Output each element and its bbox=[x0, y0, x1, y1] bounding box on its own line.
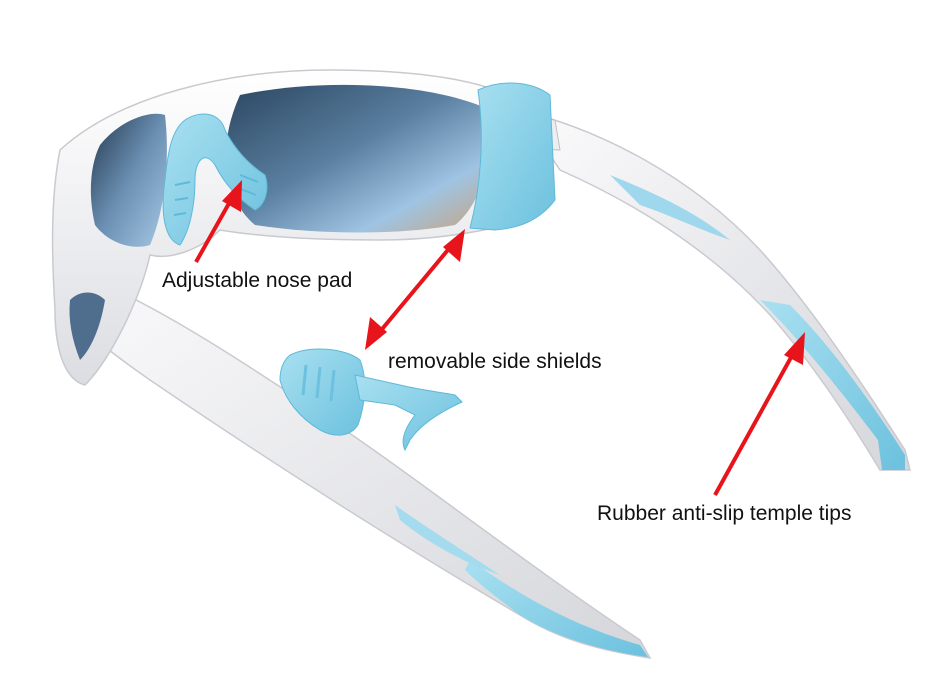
detached-side-shield bbox=[279, 348, 463, 452]
temple-tips-arrow bbox=[713, 332, 805, 496]
temple-tips-label: Rubber anti-slip temple tips bbox=[597, 502, 852, 525]
side-shield-double-arrow bbox=[365, 229, 465, 350]
right-temple-rubber-tip bbox=[760, 300, 905, 470]
nose-pad-arrow bbox=[194, 180, 242, 263]
right-lens bbox=[225, 84, 491, 233]
left-lens bbox=[90, 113, 167, 247]
side-shields-label: removable side shields bbox=[388, 350, 602, 373]
attached-side-shield bbox=[469, 82, 556, 231]
left-temple-arm bbox=[57, 269, 652, 659]
right-temple-arm bbox=[504, 108, 911, 471]
nose-pad bbox=[162, 113, 268, 246]
nose-pad-label: Adjustable nose pad bbox=[162, 269, 353, 292]
left-temple-rubber-tip bbox=[465, 560, 648, 657]
